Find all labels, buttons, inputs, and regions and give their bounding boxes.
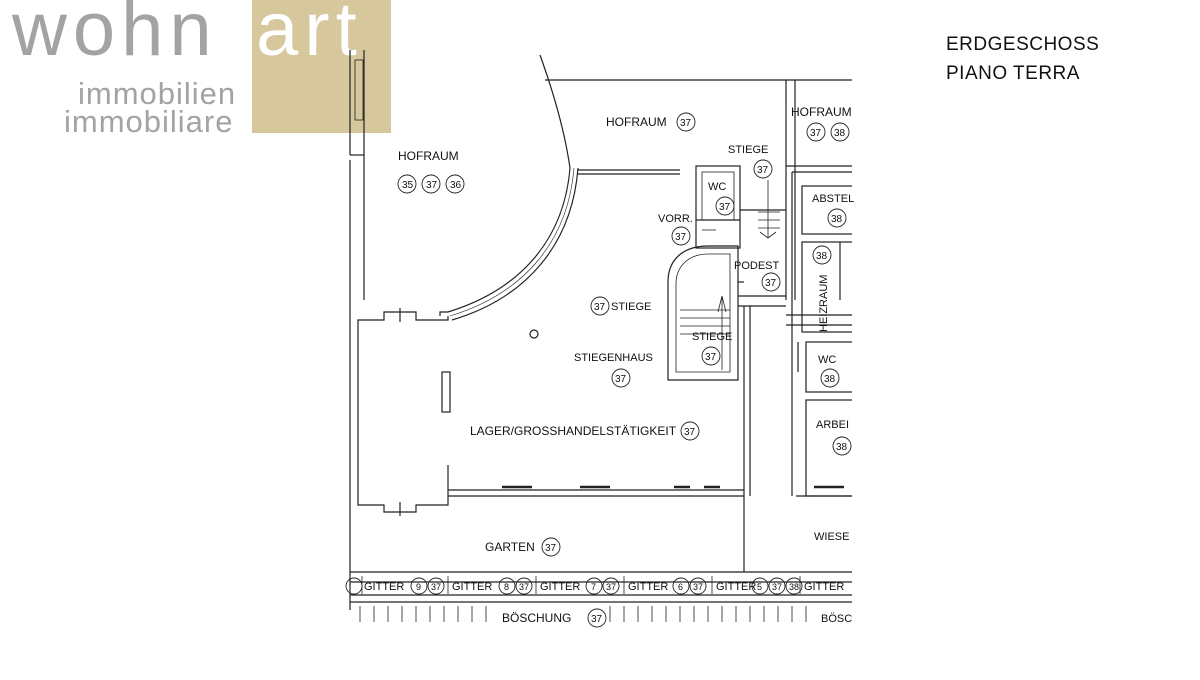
label-podest: PODEST bbox=[734, 260, 780, 272]
label-boeschung: BÖSCHUNG bbox=[502, 611, 571, 625]
room-number-circles bbox=[397, 112, 852, 628]
gitter-num-6-b: 37 bbox=[693, 582, 703, 592]
gitter-number-circles bbox=[345, 577, 803, 595]
label-heizraum: HEIZRAUM bbox=[818, 275, 830, 332]
gitter-label-6: GITTER bbox=[628, 581, 668, 593]
wc-vorr-block bbox=[695, 165, 786, 249]
num-stiege-top: 37 bbox=[757, 165, 769, 176]
label-abstell: ABSTEL bbox=[812, 193, 854, 205]
logo-line-immobilien: immobilien bbox=[78, 76, 237, 111]
num-garten: 37 bbox=[545, 543, 557, 554]
gitter-num-9: 9 bbox=[416, 582, 421, 592]
num-wc-right: 38 bbox=[824, 374, 836, 385]
label-boeschung-right: BÖSC bbox=[821, 613, 852, 625]
num-hofraum-right-2: 38 bbox=[834, 128, 846, 139]
gitter-num-5-b: 37 bbox=[772, 582, 782, 592]
label-wiese: WIESE bbox=[814, 531, 849, 543]
gitter-separators bbox=[361, 576, 801, 594]
floor-title-italian: PIANO TERRA bbox=[946, 63, 1080, 84]
curved-facade bbox=[447, 54, 680, 321]
gitter-num-8-b: 37 bbox=[519, 582, 529, 592]
num-hofraum-right-1: 37 bbox=[810, 128, 822, 139]
gitter-label-7: GITTER bbox=[540, 581, 580, 593]
label-stiege-mid: STIEGE bbox=[611, 301, 651, 313]
label-arbeit: ARBEI bbox=[816, 419, 849, 431]
gitter-label-last: GITTER bbox=[804, 581, 844, 593]
floor-title: ERDGESCHOSS PIANO TERRA bbox=[946, 30, 1099, 88]
label-wc-right: WC bbox=[818, 354, 836, 366]
gitter-label-9: GITTER bbox=[364, 581, 404, 593]
num-stiege-mid: 37 bbox=[594, 302, 606, 313]
gitter-label-8: GITTER bbox=[452, 581, 492, 593]
num-lager: 37 bbox=[684, 427, 696, 438]
label-stiege-low: STIEGE bbox=[692, 331, 732, 343]
num-stiegenhaus: 37 bbox=[615, 374, 627, 385]
label-stiege-top: STIEGE bbox=[728, 144, 768, 156]
num-wc-small: 37 bbox=[719, 202, 731, 213]
gitter-num-5: 5 bbox=[757, 582, 762, 592]
label-stiegenhaus: STIEGENHAUS bbox=[574, 352, 653, 364]
floor-title-german: ERDGESCHOSS bbox=[946, 34, 1100, 55]
num-abstell: 38 bbox=[831, 214, 843, 225]
hofraum-top-walls bbox=[545, 79, 852, 300]
right-rooms-walls bbox=[786, 165, 852, 497]
left-boundary-lines bbox=[349, 50, 365, 610]
num-stiege-low: 37 bbox=[705, 352, 717, 363]
gitter-labels: GITTER 9 37 GITTER 8 37 GITTER 7 37 GITT… bbox=[364, 581, 844, 593]
wohnart-logo: wohn art immobilien immobiliare bbox=[0, 0, 395, 139]
num-podest: 37 bbox=[765, 278, 777, 289]
num-hofraum-top: 37 bbox=[680, 118, 692, 129]
logo-line-immobiliare: immobiliare bbox=[64, 104, 234, 139]
logo-gold-box bbox=[252, 0, 391, 133]
gitter-num-7: 7 bbox=[591, 582, 596, 592]
lager-hall-walls bbox=[357, 306, 751, 516]
num-hofraum-left-2: 37 bbox=[426, 180, 438, 191]
gitter-num-9-b: 37 bbox=[431, 582, 441, 592]
label-lager: LAGER/GROSSHANDELSTÄTIGKEIT bbox=[470, 424, 677, 438]
gitter-num-6: 6 bbox=[678, 582, 683, 592]
label-hofraum-right: HOFRAUM bbox=[791, 105, 852, 119]
gitter-num-8: 8 bbox=[504, 582, 509, 592]
gitter-num-5-c: 38 bbox=[789, 582, 799, 592]
gitter-label-5: GITTER bbox=[716, 581, 756, 593]
num-boeschung: 37 bbox=[591, 614, 603, 625]
logo-word-art: art bbox=[256, 0, 363, 72]
num-arbeit: 38 bbox=[836, 442, 848, 453]
staircase-core bbox=[667, 245, 786, 381]
label-vorr: VORR. bbox=[658, 213, 693, 225]
label-hofraum-left: HOFRAUM bbox=[398, 149, 459, 163]
floor-plan: HOFRAUM 35 37 36 HOFRAUM 37 HOFRAUM 37 3… bbox=[345, 50, 854, 628]
label-wc-small: WC bbox=[708, 181, 726, 193]
gitter-num-7-b: 37 bbox=[606, 582, 616, 592]
num-hofraum-left-1: 35 bbox=[402, 180, 414, 191]
label-hofraum-top: HOFRAUM bbox=[606, 115, 667, 129]
garden-lines bbox=[350, 496, 852, 622]
label-garten: GARTEN bbox=[485, 540, 535, 554]
num-heizraum: 38 bbox=[816, 251, 828, 262]
logo-word-wohn: wohn bbox=[12, 0, 218, 72]
num-vorr: 37 bbox=[675, 232, 687, 243]
room-labels: HOFRAUM 35 37 36 HOFRAUM 37 HOFRAUM 37 3… bbox=[398, 105, 854, 625]
num-hofraum-left-3: 36 bbox=[450, 180, 462, 191]
